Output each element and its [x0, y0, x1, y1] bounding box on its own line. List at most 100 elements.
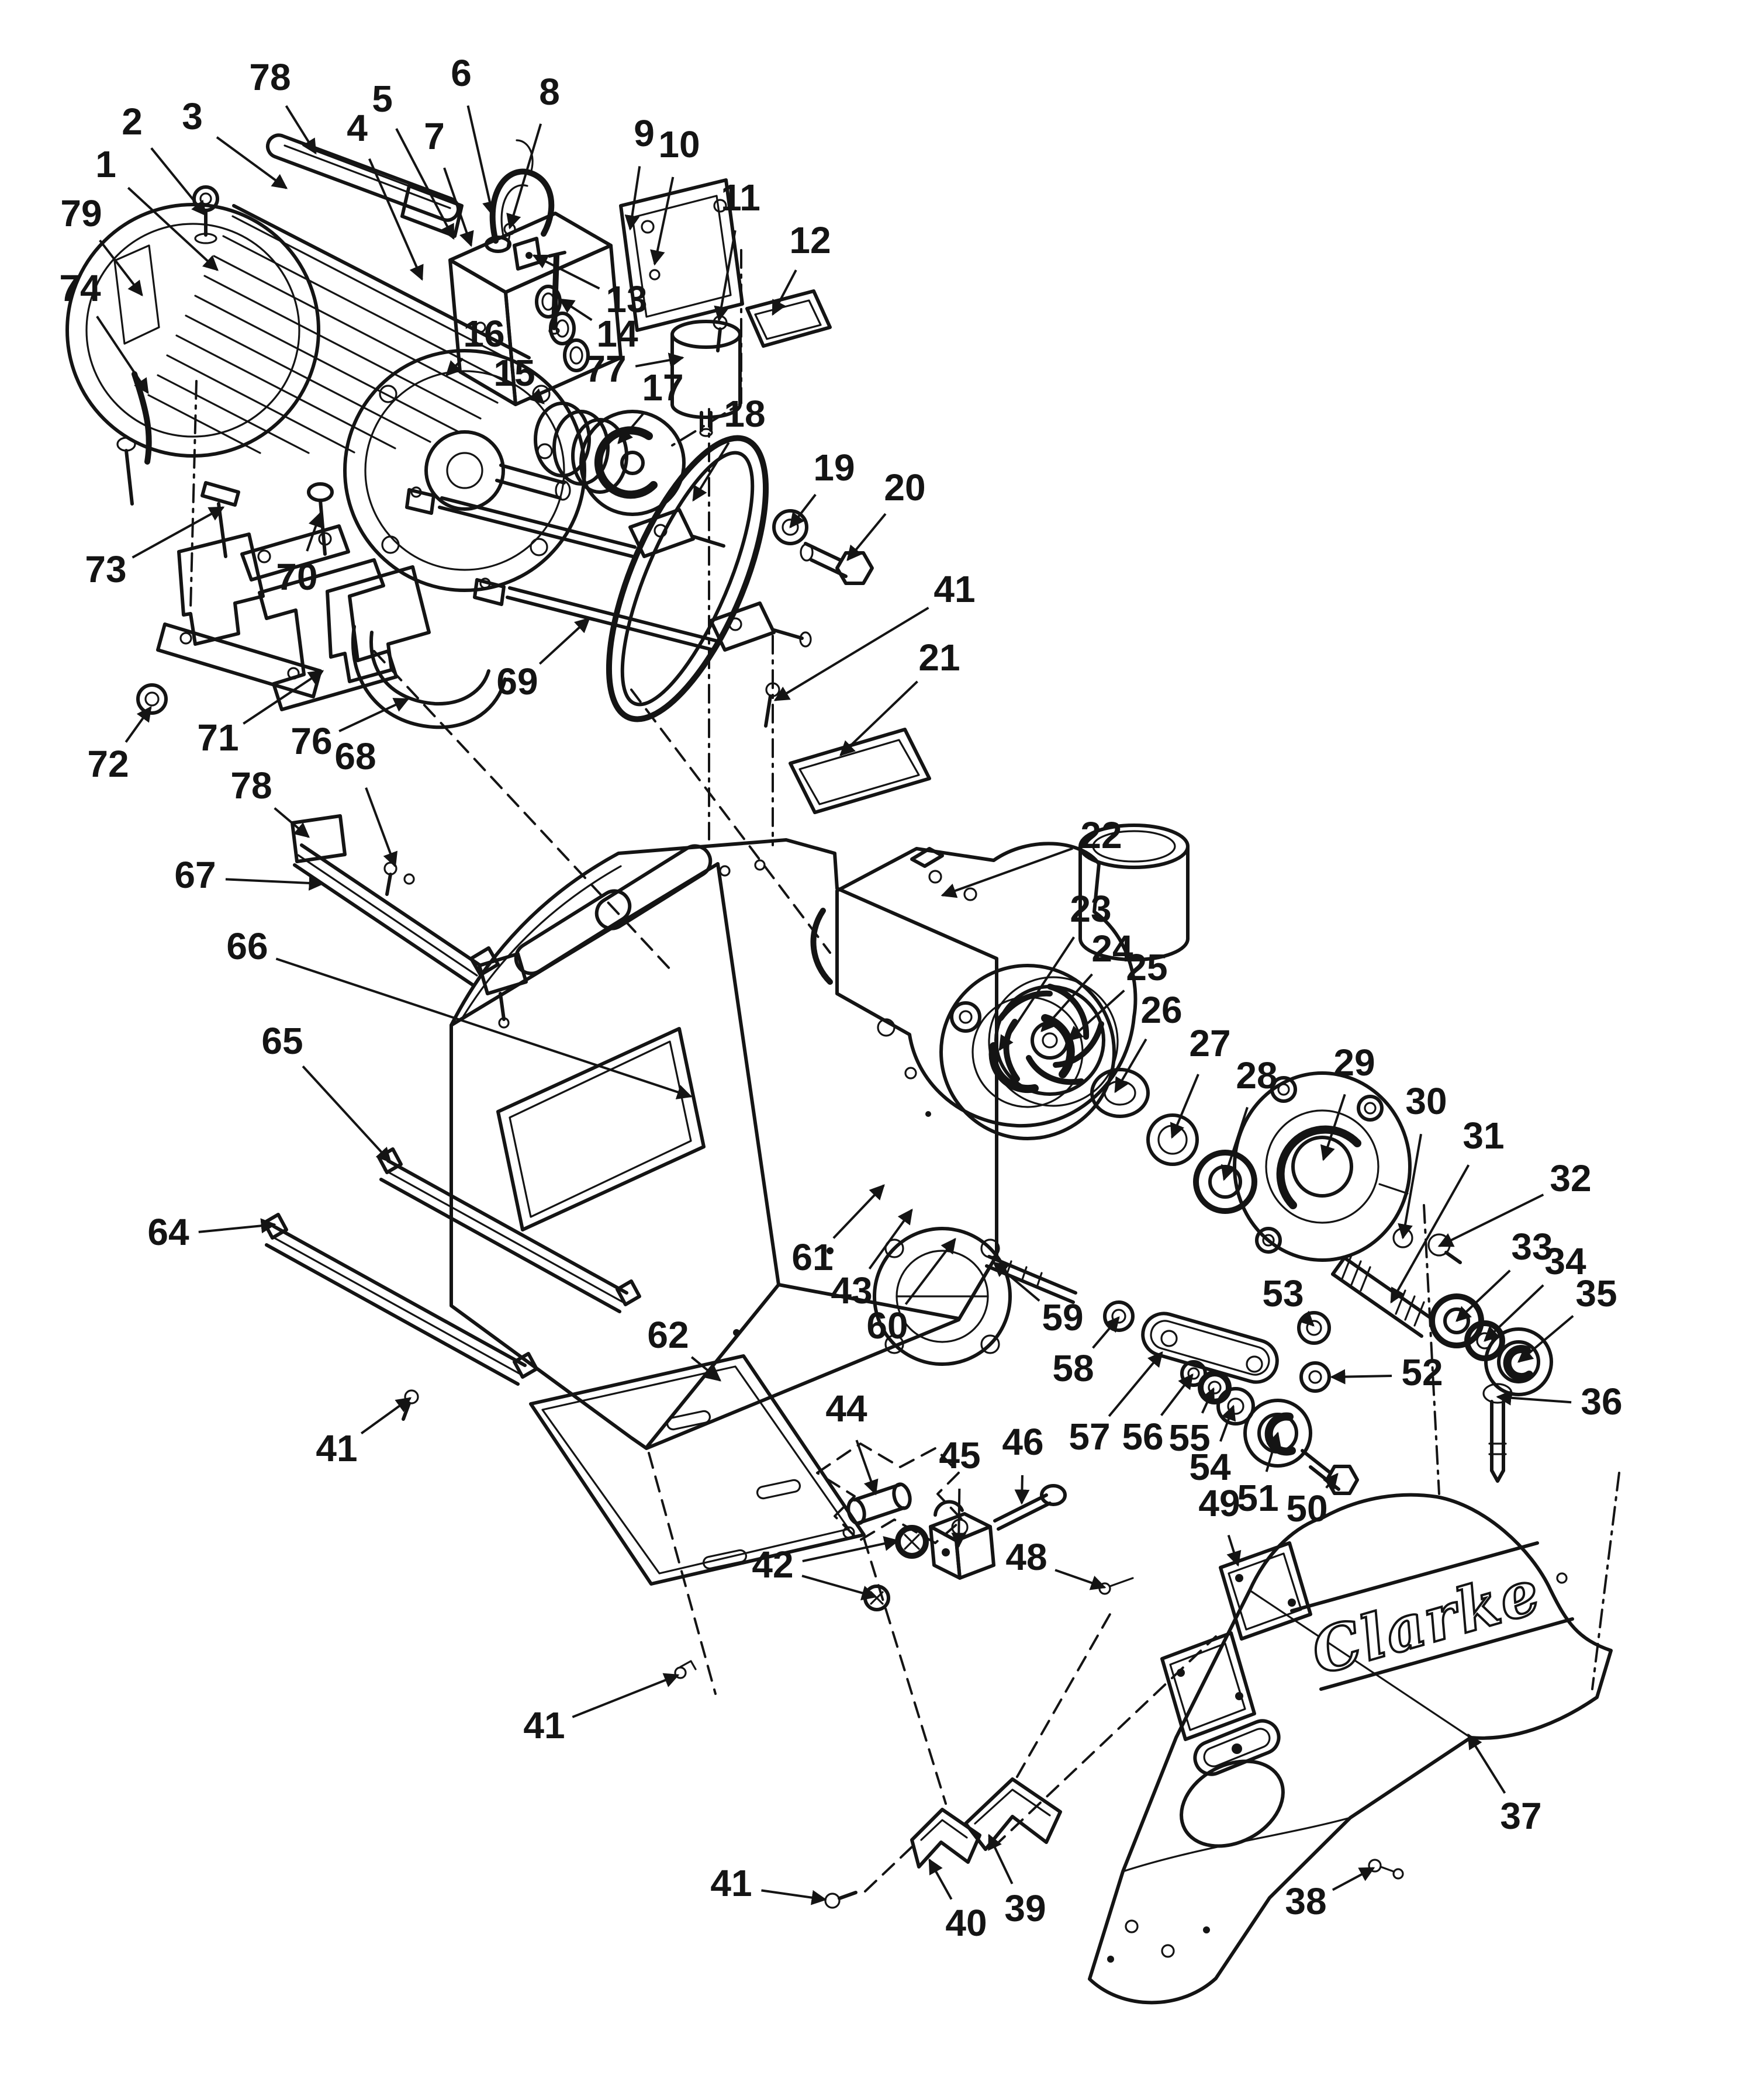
part-label-55: 55: [1168, 1417, 1210, 1459]
part-label-3: 3: [182, 95, 203, 137]
impeller-and-seals: [950, 976, 1257, 1214]
part-label-30: 30: [1405, 1080, 1447, 1122]
leader-line: [846, 513, 887, 562]
leader-line: [832, 1184, 885, 1239]
seal-ring: [1146, 1113, 1199, 1166]
washer-58: [1103, 1300, 1135, 1332]
motor-assembly: [65, 185, 586, 683]
part-label-48: 48: [1005, 1536, 1047, 1578]
part-label-4: 4: [347, 107, 368, 149]
part-label-56: 56: [1122, 1416, 1163, 1458]
leader-line: [216, 136, 288, 189]
leader-line: [528, 388, 545, 404]
lifting-handle: [265, 133, 464, 238]
leader-line: [1467, 1733, 1506, 1794]
leader-line: [338, 698, 410, 732]
part-label-64: 64: [147, 1211, 189, 1253]
part-label-78: 78: [230, 764, 272, 807]
leader-line: [1320, 1094, 1346, 1161]
spacer-54: [1216, 1387, 1255, 1426]
leader-line: [801, 1575, 877, 1601]
leader-line: [624, 166, 641, 231]
part-label-8: 8: [539, 71, 560, 113]
part-label-50: 50: [1286, 1487, 1327, 1530]
motor-foot-rear: [177, 532, 265, 646]
part-label-59: 59: [1042, 1296, 1083, 1338]
part-label-54: 54: [1189, 1446, 1231, 1488]
leader-line: [532, 254, 600, 290]
leader-line: [274, 807, 310, 838]
leader-line: [690, 1356, 722, 1382]
leader-line: [1114, 1038, 1147, 1094]
leader-line: [225, 875, 324, 891]
leader-line: [558, 298, 593, 321]
leader-line: [1221, 1106, 1249, 1181]
part-label-16: 16: [463, 313, 504, 355]
leader-line: [285, 105, 317, 155]
guard-clamps: [824, 1612, 1217, 1909]
part-label-24: 24: [1091, 928, 1133, 970]
leader-line: [714, 230, 737, 322]
part-label-62: 62: [647, 1314, 689, 1356]
washer-55: [1198, 1371, 1232, 1404]
washer-and-bolt: [772, 509, 874, 585]
motor-foot-front: [326, 565, 431, 683]
leader-line: [1201, 1387, 1215, 1414]
leader-line: [1330, 1369, 1392, 1385]
part-label-58: 58: [1052, 1347, 1094, 1389]
leader-line: [617, 413, 644, 444]
part-label-32: 32: [1550, 1157, 1591, 1199]
side-rails: [262, 1147, 697, 1679]
conduit-elbow: [489, 168, 555, 244]
leader-line: [1160, 1373, 1194, 1416]
part-label-22: 22: [1080, 814, 1122, 856]
part-label-1: 1: [95, 143, 116, 185]
part-label-26: 26: [1140, 989, 1182, 1031]
housing-flange: [873, 1227, 1012, 1366]
part-label-77: 77: [585, 348, 626, 390]
part-label-45: 45: [939, 1434, 980, 1476]
leader-line: [1067, 990, 1125, 1042]
part-label-28: 28: [1236, 1054, 1277, 1096]
leader-line: [125, 705, 152, 743]
part-label-61: 61: [791, 1236, 833, 1278]
part-label-71: 71: [197, 717, 238, 759]
part-label-49: 49: [1198, 1482, 1240, 1524]
part-label-31: 31: [1463, 1115, 1504, 1157]
part-label-79: 79: [60, 192, 102, 234]
part-label-21: 21: [918, 636, 960, 679]
leader-line: [773, 607, 929, 701]
leader-line: [772, 269, 797, 316]
part-label-39: 39: [1004, 1887, 1046, 1929]
leader-line: [99, 239, 143, 297]
motor-rating-plate: [113, 244, 160, 345]
part-label-66: 66: [226, 925, 268, 967]
leader-line: [1108, 1351, 1163, 1417]
part-label-36: 36: [1581, 1381, 1622, 1423]
part-label-25: 25: [1126, 946, 1167, 988]
leader-line: [1219, 1404, 1236, 1442]
part-label-51: 51: [1237, 1477, 1278, 1519]
part-label-40: 40: [945, 1902, 987, 1944]
part-label-5: 5: [372, 78, 393, 120]
nut-53: [1297, 1311, 1331, 1345]
capacitor: [670, 320, 742, 437]
leader-line: [1092, 1316, 1120, 1349]
cover-plate-21: [764, 635, 931, 846]
guard-plate-49: [1219, 1541, 1312, 1641]
leader-line: [988, 1833, 1014, 1884]
leader-line: [572, 1673, 680, 1718]
leader-line: [855, 1440, 879, 1496]
washer-52: [1299, 1361, 1331, 1393]
leader-line: [132, 506, 225, 559]
part-label-53: 53: [1262, 1272, 1304, 1314]
clamp-40: [910, 1808, 981, 1869]
tensioner-arm-group: [985, 1255, 1359, 1495]
leader-line: [1298, 1310, 1315, 1327]
part-label-67: 67: [174, 854, 216, 896]
part-label-15: 15: [493, 352, 535, 394]
motor-end-flange: [343, 349, 586, 592]
leader-line: [466, 105, 497, 217]
